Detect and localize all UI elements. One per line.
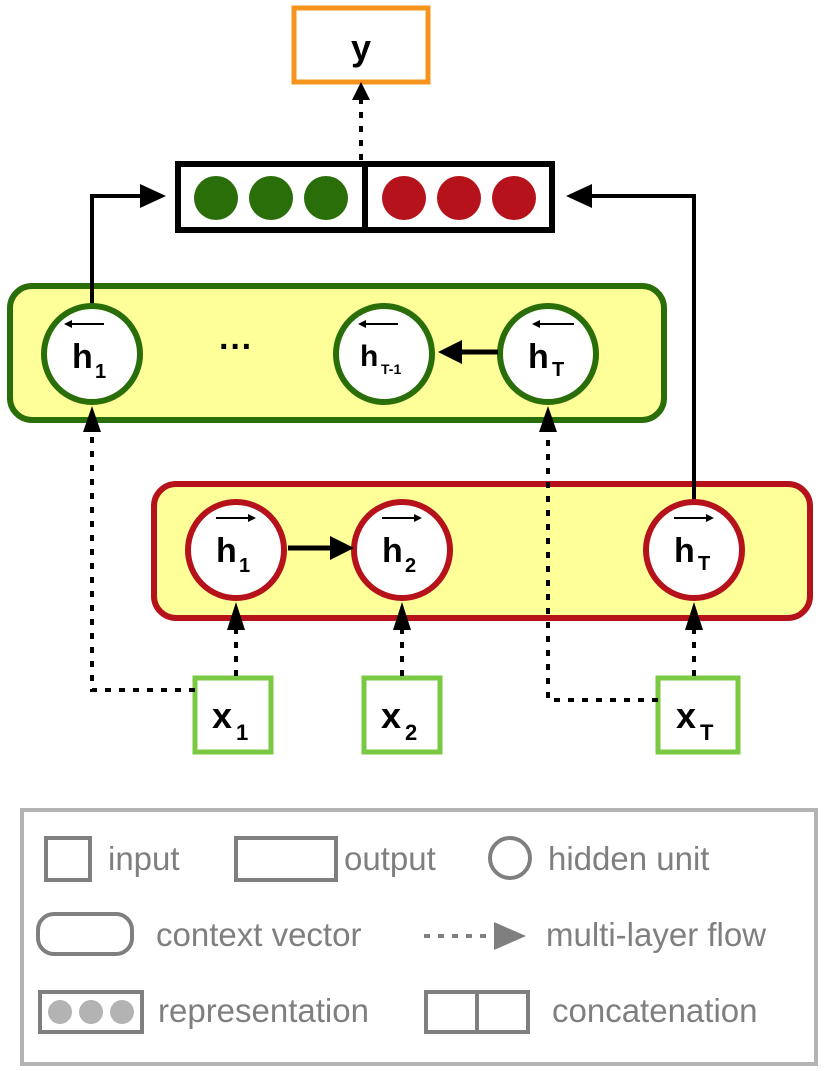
arrowhead-flow — [83, 406, 101, 432]
legend-representation-dot — [110, 1000, 134, 1024]
forward-hidden-subscript: T — [698, 553, 710, 575]
output-label: y — [351, 27, 371, 68]
backward-representation-dot — [304, 176, 348, 220]
legend-context-vector-label: context vector — [156, 916, 361, 953]
backward-representation-dot — [249, 176, 293, 220]
backward-hidden-subscript: 1 — [95, 361, 106, 383]
input-node-1: x 1 — [192, 675, 274, 755]
arrowhead-backward-rep — [140, 184, 166, 208]
legend-output-label: output — [344, 840, 436, 877]
backward-representation-dot — [194, 176, 238, 220]
backward-hidden-unit-T-1: h T-1 — [333, 303, 435, 405]
input-label: x — [381, 695, 401, 736]
input-label: x — [212, 695, 232, 736]
backward-hidden-unit-1: h 1 — [41, 303, 143, 405]
input-subscript: T — [700, 720, 714, 745]
legend-concatenation-label: concatenation — [552, 992, 758, 1029]
arrowhead-forward-recurrent — [330, 536, 354, 560]
legend-multi-layer-flow-label: multi-layer flow — [546, 916, 766, 953]
legend-flow-arrowhead — [494, 922, 526, 950]
forward-representation-dot — [492, 176, 536, 220]
legend-hidden-unit-label: hidden unit — [548, 840, 709, 877]
legend-representation-dot — [79, 1000, 103, 1024]
legend-representation-label: representation — [158, 992, 369, 1029]
input-label: x — [676, 695, 696, 736]
flow-xT-to-backward-hT — [546, 436, 658, 702]
representation-vector — [175, 161, 555, 233]
forward-hidden-label: h — [382, 532, 403, 570]
forward-representation-dot — [437, 176, 481, 220]
legend: input output hidden unit context vector … — [20, 808, 818, 1066]
arrowhead-backward-recurrent — [438, 340, 462, 364]
arrowhead-flow — [393, 602, 411, 630]
forward-representation-dot — [382, 176, 426, 220]
arrowhead-flow — [539, 406, 557, 432]
backward-hidden-subscript: T-1 — [381, 361, 401, 377]
legend-input-label: input — [108, 840, 180, 877]
legend-frame — [20, 808, 818, 1066]
arrowhead-forward-rep — [566, 184, 592, 208]
input-subscript: 2 — [405, 720, 417, 745]
ellipsis: ··· — [219, 328, 253, 366]
forward-hidden-label: h — [216, 532, 237, 570]
forward-hidden-unit-T: h T — [643, 499, 745, 601]
forward-context-layer — [151, 481, 813, 621]
forward-hidden-unit-1: h 1 — [185, 499, 287, 601]
backward-hidden-label: h — [360, 340, 378, 373]
arrowhead-output — [352, 82, 370, 100]
forward-to-representation-connector — [572, 194, 696, 500]
forward-hidden-unit-2: h 2 — [351, 499, 453, 601]
legend-representation-icon — [38, 990, 144, 1034]
forward-hidden-subscript: 1 — [239, 555, 250, 577]
legend-hidden-unit-icon — [488, 836, 532, 880]
legend-input-icon — [44, 836, 92, 882]
backward-hidden-unit-T: h T — [497, 303, 599, 405]
legend-context-vector-icon — [36, 912, 134, 956]
arrowhead-flow — [227, 602, 245, 630]
backward-to-representation-connector — [90, 194, 160, 318]
input-subscript: 1 — [236, 720, 248, 745]
input-node-T: x T — [655, 675, 741, 755]
input-node-2: x 2 — [361, 675, 443, 755]
legend-output-icon — [234, 836, 338, 882]
forward-hidden-subscript: 2 — [405, 555, 416, 577]
legend-representation-dot — [48, 1000, 72, 1024]
arrowhead-flow — [685, 602, 703, 630]
forward-hidden-label: h — [674, 532, 695, 570]
backward-hidden-label: h — [72, 338, 93, 376]
backward-hidden-subscript: T — [552, 359, 564, 381]
flow-x1-to-backward-h1 — [90, 436, 195, 692]
output-node: y — [291, 5, 431, 85]
backward-hidden-label: h — [528, 338, 549, 376]
